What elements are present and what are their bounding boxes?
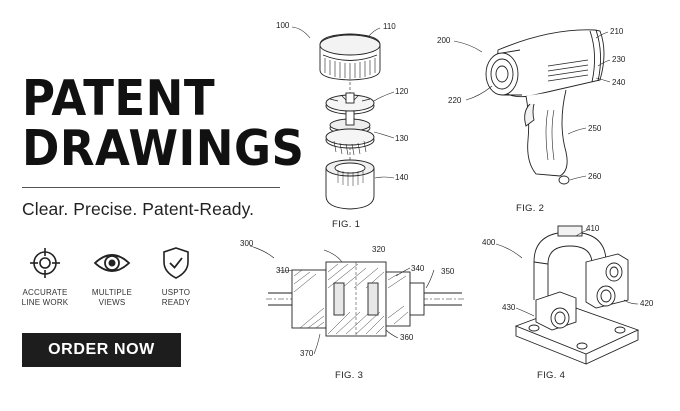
ref-number: 300: [240, 239, 254, 248]
ref-number: 340: [411, 264, 425, 273]
fig3-drawing: [249, 245, 466, 355]
fig3-label: FIG. 3: [335, 370, 364, 381]
ref-number: 130: [395, 134, 409, 143]
feature-label: ACCURATE LINE WORK: [8, 288, 82, 308]
feature-label: MULTIPLE VIEWS: [75, 288, 149, 308]
feature-label-line2: VIEWS: [98, 298, 126, 307]
ref-number: 210: [610, 27, 624, 36]
feature-label: USPTO READY: [139, 288, 213, 308]
ref-number: 230: [612, 55, 626, 64]
feature-label-line2: READY: [161, 298, 191, 307]
headline-line-2: DRAWINGS: [22, 120, 305, 177]
ref-number: 260: [588, 172, 602, 181]
fig2-drawing: [453, 29, 611, 185]
ref-number: 370: [300, 349, 314, 358]
fig2-label: FIG. 2: [516, 203, 545, 214]
ref-number: 110: [383, 22, 396, 31]
ref-number: 120: [395, 87, 409, 96]
headline-line-1: PATENT: [22, 70, 216, 127]
ref-number: 240: [612, 78, 626, 87]
ref-number: 410: [586, 224, 600, 233]
feature-uspto-ready: USPTO READY: [139, 246, 213, 308]
ref-number: 400: [482, 238, 496, 247]
ref-number: 310: [276, 266, 290, 275]
ref-number: 200: [437, 36, 451, 45]
ref-number: 360: [400, 333, 414, 342]
fig4-label: FIG. 4: [537, 370, 566, 381]
feature-accurate-line-work: ACCURATE LINE WORK: [8, 246, 82, 308]
order-now-button[interactable]: ORDER NOW: [22, 333, 181, 367]
feature-label-line1: MULTIPLE: [91, 288, 133, 297]
ref-number: 320: [372, 245, 386, 254]
ref-number: 350: [441, 267, 455, 276]
feature-label-line2: LINE WORK: [21, 298, 69, 307]
shield-check-icon: [163, 247, 189, 279]
ref-number: 220: [448, 96, 462, 105]
headline: PATENT DRAWINGS: [22, 74, 304, 174]
ref-number: 250: [588, 124, 602, 133]
crosshair-icon: [30, 248, 60, 278]
fig4-drawing: [495, 225, 640, 365]
divider: [22, 187, 280, 188]
ref-number: 420: [640, 299, 654, 308]
promo-panel: PATENT DRAWINGS Clear. Precise. Patent-R…: [0, 0, 304, 411]
feature-multiple-views: MULTIPLE VIEWS: [75, 246, 149, 308]
eye-icon: [93, 254, 131, 272]
fig1-label: FIG. 1: [332, 219, 361, 230]
ref-number: 430: [502, 303, 516, 312]
patent-illustrations: [249, 26, 640, 365]
ref-number: 100: [276, 21, 290, 30]
fig1-drawing: [291, 26, 395, 210]
drawings-area: 100 110 120 130 140 FIG. 1 200 210 220 2…: [230, 0, 680, 411]
feature-label-line1: USPTO: [161, 288, 191, 297]
ref-number: 140: [395, 173, 409, 182]
feature-label-line1: ACCURATE: [22, 288, 68, 297]
tagline: Clear. Precise. Patent-Ready.: [22, 199, 255, 219]
